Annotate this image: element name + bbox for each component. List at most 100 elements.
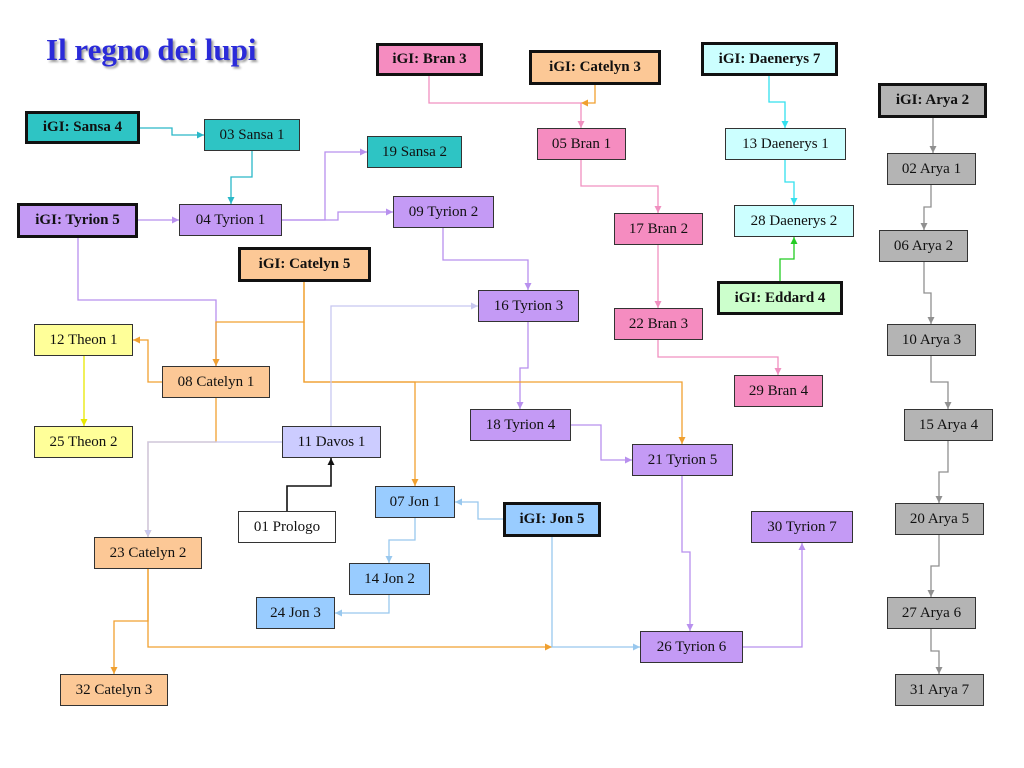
node-tyrion-6[interactable]: 26 Tyrion 6: [640, 631, 743, 663]
node-label: 03 Sansa 1: [219, 126, 285, 143]
connector-arrow: [227, 151, 253, 204]
node-igi-daenerys-7[interactable]: iGI: Daenerys 7: [701, 42, 838, 76]
node-label: 09 Tyrion 2: [408, 203, 479, 220]
node-label: 14 Jon 2: [364, 570, 415, 587]
connector-arrow: [935, 441, 949, 503]
node-jon-2[interactable]: 14 Jon 2: [349, 563, 430, 595]
connector-arrow: [144, 398, 217, 537]
connector-arrow: [286, 458, 335, 511]
node-label: iGI: Bran 3: [392, 51, 467, 67]
node-label: 23 Catelyn 2: [109, 544, 187, 561]
node-daenerys-2[interactable]: 28 Daenerys 2: [734, 205, 854, 237]
node-jon-1[interactable]: 07 Jon 1: [375, 486, 455, 518]
node-tyrion-4[interactable]: 18 Tyrion 4: [470, 409, 571, 441]
node-theon-1[interactable]: 12 Theon 1: [34, 324, 133, 356]
node-label: iGI: Daenerys 7: [718, 50, 821, 67]
node-tyrion-5[interactable]: 21 Tyrion 5: [632, 444, 733, 476]
node-bran-1[interactable]: 05 Bran 1: [537, 128, 626, 160]
node-label: iGI: Jon 5: [519, 511, 585, 527]
node-tyrion-3[interactable]: 16 Tyrion 3: [478, 290, 579, 322]
node-label: 05 Bran 1: [551, 135, 612, 152]
node-igi-arya-2[interactable]: iGI: Arya 2: [878, 83, 987, 118]
node-catelyn-3[interactable]: 32 Catelyn 3: [60, 674, 168, 706]
node-label: 31 Arya 7: [909, 681, 970, 698]
node-label: 29 Bran 4: [748, 382, 809, 399]
connector-arrow: [768, 76, 789, 128]
node-label: iGI: Catelyn 3: [549, 59, 641, 75]
node-bran-3[interactable]: 22 Bran 3: [614, 308, 703, 340]
connector-arrow: [455, 498, 503, 520]
node-bran-4[interactable]: 29 Bran 4: [734, 375, 823, 407]
node-tyrion-1[interactable]: 04 Tyrion 1: [179, 204, 282, 236]
node-igi-bran-3[interactable]: iGI: Bran 3: [376, 43, 483, 76]
connector-arrow: [923, 262, 935, 324]
node-label: 18 Tyrion 4: [485, 416, 556, 433]
connector-arrow: [930, 356, 952, 409]
node-igi-sansa-4[interactable]: iGI: Sansa 4: [25, 111, 140, 144]
node-label: 22 Bran 3: [628, 315, 689, 332]
node-tyrion-7[interactable]: 30 Tyrion 7: [751, 511, 853, 543]
node-label: 10 Arya 3: [901, 331, 962, 348]
node-label: 21 Tyrion 5: [647, 451, 718, 468]
node-label: 07 Jon 1: [389, 493, 441, 510]
connector-arrow: [303, 322, 686, 444]
node-igi-tyrion-5[interactable]: iGI: Tyrion 5: [17, 203, 138, 238]
node-arya-3[interactable]: 10 Arya 3: [887, 324, 976, 356]
node-label: iGI: Catelyn 5: [258, 256, 351, 272]
node-arya-7[interactable]: 31 Arya 7: [895, 674, 984, 706]
connector-arrow: [784, 160, 798, 205]
node-daenerys-1[interactable]: 13 Daenerys 1: [725, 128, 846, 160]
node-prologo[interactable]: 01 Prologo: [238, 511, 336, 543]
node-label: 19 Sansa 2: [382, 143, 447, 160]
connector-arrow: [140, 127, 204, 139]
node-davos-1[interactable]: 11 Davos 1: [282, 426, 381, 458]
connector-arrow: [428, 76, 585, 128]
node-label: 13 Daenerys 1: [742, 135, 829, 152]
connector-arrow: [779, 237, 798, 281]
node-label: 32 Catelyn 3: [75, 681, 153, 698]
connector-arrow: [110, 569, 149, 674]
node-label: 04 Tyrion 1: [195, 211, 266, 228]
node-label: 15 Arya 4: [918, 416, 979, 433]
page-title: Il regno dei lupi: [46, 32, 257, 67]
node-arya-4[interactable]: 15 Arya 4: [904, 409, 993, 441]
connector-arrow: [580, 160, 662, 213]
node-igi-catelyn-3[interactable]: iGI: Catelyn 3: [529, 50, 661, 85]
node-arya-6[interactable]: 27 Arya 6: [887, 597, 976, 629]
connector-arrow: [144, 441, 282, 537]
node-jon-3[interactable]: 24 Jon 3: [256, 597, 335, 629]
connector-arrow: [330, 302, 478, 426]
node-label: 12 Theon 1: [49, 331, 118, 348]
connector-arrow: [930, 629, 943, 674]
node-igi-jon-5[interactable]: iGI: Jon 5: [503, 502, 601, 537]
node-catelyn-1[interactable]: 08 Catelyn 1: [162, 366, 270, 398]
connector-arrow: [743, 543, 806, 648]
node-label: 24 Jon 3: [270, 604, 321, 621]
node-tyrion-2[interactable]: 09 Tyrion 2: [393, 196, 494, 228]
node-theon-2[interactable]: 25 Theon 2: [34, 426, 133, 458]
node-arya-5[interactable]: 20 Arya 5: [895, 503, 984, 535]
connector-arrow: [920, 185, 932, 230]
node-label: 20 Arya 5: [909, 510, 970, 527]
connector-arrow: [681, 476, 694, 631]
node-sansa-1[interactable]: 03 Sansa 1: [204, 119, 300, 151]
node-bran-2[interactable]: 17 Bran 2: [614, 213, 703, 245]
node-label: 25 Theon 2: [49, 433, 118, 450]
node-label: 28 Daenerys 2: [750, 212, 838, 229]
node-sansa-2[interactable]: 19 Sansa 2: [367, 136, 462, 168]
node-arya-2[interactable]: 06 Arya 2: [879, 230, 968, 262]
connector-arrow: [282, 208, 393, 221]
node-arya-1[interactable]: 02 Arya 1: [887, 153, 976, 185]
node-label: iGI: Arya 2: [895, 92, 970, 108]
node-label: 30 Tyrion 7: [767, 518, 837, 535]
node-label: 17 Bran 2: [628, 220, 689, 237]
connector-arrow: [657, 340, 782, 375]
node-igi-eddard-4[interactable]: iGI: Eddard 4: [717, 281, 843, 315]
node-catelyn-2[interactable]: 23 Catelyn 2: [94, 537, 202, 569]
node-label: iGI: Eddard 4: [734, 289, 826, 306]
node-igi-catelyn-5[interactable]: iGI: Catelyn 5: [238, 247, 371, 282]
connector-arrow: [212, 282, 305, 366]
connector-arrow: [442, 228, 532, 290]
node-label: iGI: Sansa 4: [42, 119, 123, 135]
